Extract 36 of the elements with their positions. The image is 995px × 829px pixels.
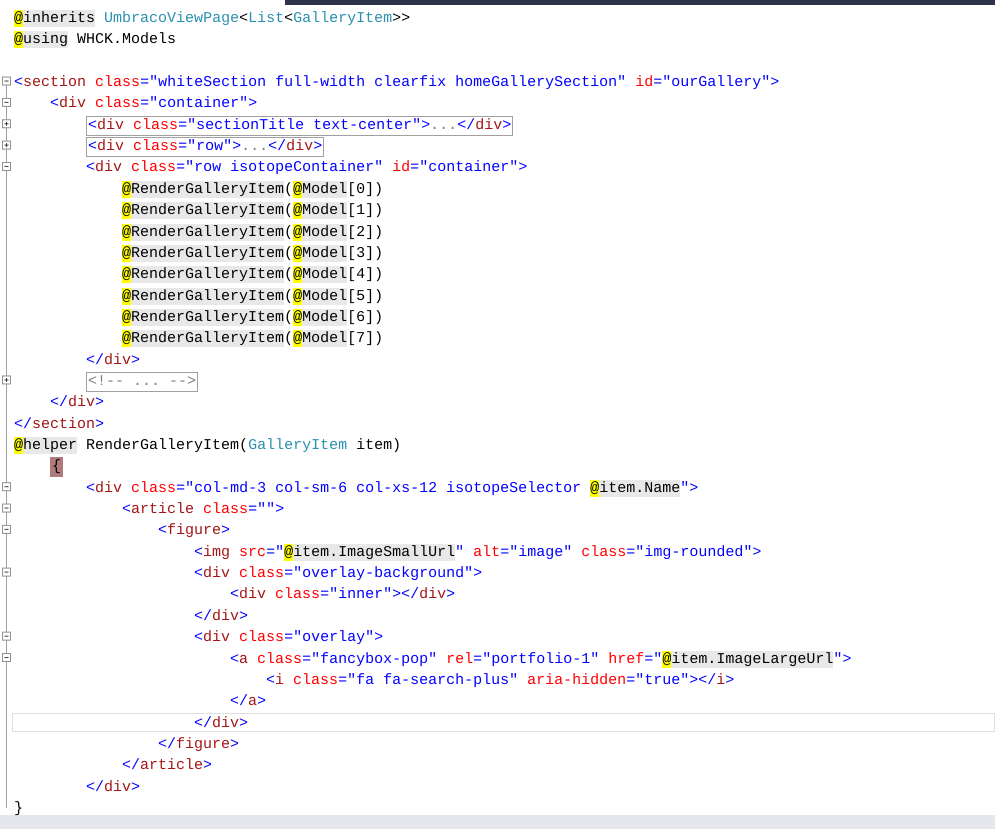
code-line: @RenderGalleryItem(@Model[6]) <box>122 308 384 328</box>
code-line: @RenderGalleryItem(@Model[3]) <box>122 244 384 264</box>
code-line: <article class=""> <box>122 500 284 520</box>
code-line: @RenderGalleryItem(@Model[0]) <box>122 180 384 200</box>
code-line: @inherits UmbracoViewPage<List<GalleryItem>> <box>14 9 410 29</box>
code-line: @RenderGalleryItem(@Model[7]) <box>122 329 384 350</box>
code-line: @RenderGalleryItem(@Model[1]) <box>122 201 384 222</box>
code-line: @using WHCK.Models <box>14 30 176 50</box>
code-line: </div> <box>50 393 104 414</box>
code-line: @RenderGalleryItem(@Model[2]) <box>122 222 384 242</box>
code-line: @RenderGalleryItem(@Model[4]) <box>122 265 384 286</box>
code-line: </figure> <box>158 734 240 755</box>
collapsed-code-region: <div class="row">...</div> <box>86 137 324 158</box>
code-line: </div> <box>86 778 140 798</box>
code-line: @helper RenderGalleryItem(GalleryItem item) <box>14 436 402 456</box>
collapsed-code-region: <div class="sectionTitle text-center">...</div> <box>86 116 514 136</box>
code-line: </a> <box>230 692 266 712</box>
code-line: <div class="overlay-background"> <box>194 564 482 584</box>
code-line: <div class="row isotopeContainer" id="container"> <box>86 158 528 178</box>
code-line: <figure> <box>158 521 230 542</box>
code-line: </article> <box>122 756 212 776</box>
code-line: <a class="fancybox-pop" rel="portfolio-1" href="@item.ImageLargeUrl"> <box>230 650 852 670</box>
code-line: <img src="@item.ImageSmallUrl" alt="image" class="img-rounded"> <box>194 542 762 563</box>
code-line: </div> <box>194 714 248 734</box>
code-line: <div class="col-md-3 col-sm-6 col-xs-12 isotopeSelector @item.Name"> <box>86 478 698 499</box>
code-line: </section> <box>14 414 104 435</box>
code-line: <div class="inner"></div> <box>230 585 456 606</box>
code-line: } <box>14 798 24 819</box>
collapsed-code-region: <!-- ... --> <box>86 372 198 392</box>
code-line: <div class="container"> <box>50 94 258 114</box>
code-line: @RenderGalleryItem(@Model[5]) <box>122 286 384 307</box>
code-line: </div> <box>194 606 248 627</box>
code-line: <div class="overlay"> <box>194 628 384 648</box>
code-line: <section class="whiteSection full-width clearfix homeGallerySection" id="ourGallery"> <box>14 73 780 94</box>
code-line: <i class="fa fa-search-plus" aria-hidden="true"></i> <box>266 670 734 691</box>
code-line: </div> <box>86 350 140 371</box>
